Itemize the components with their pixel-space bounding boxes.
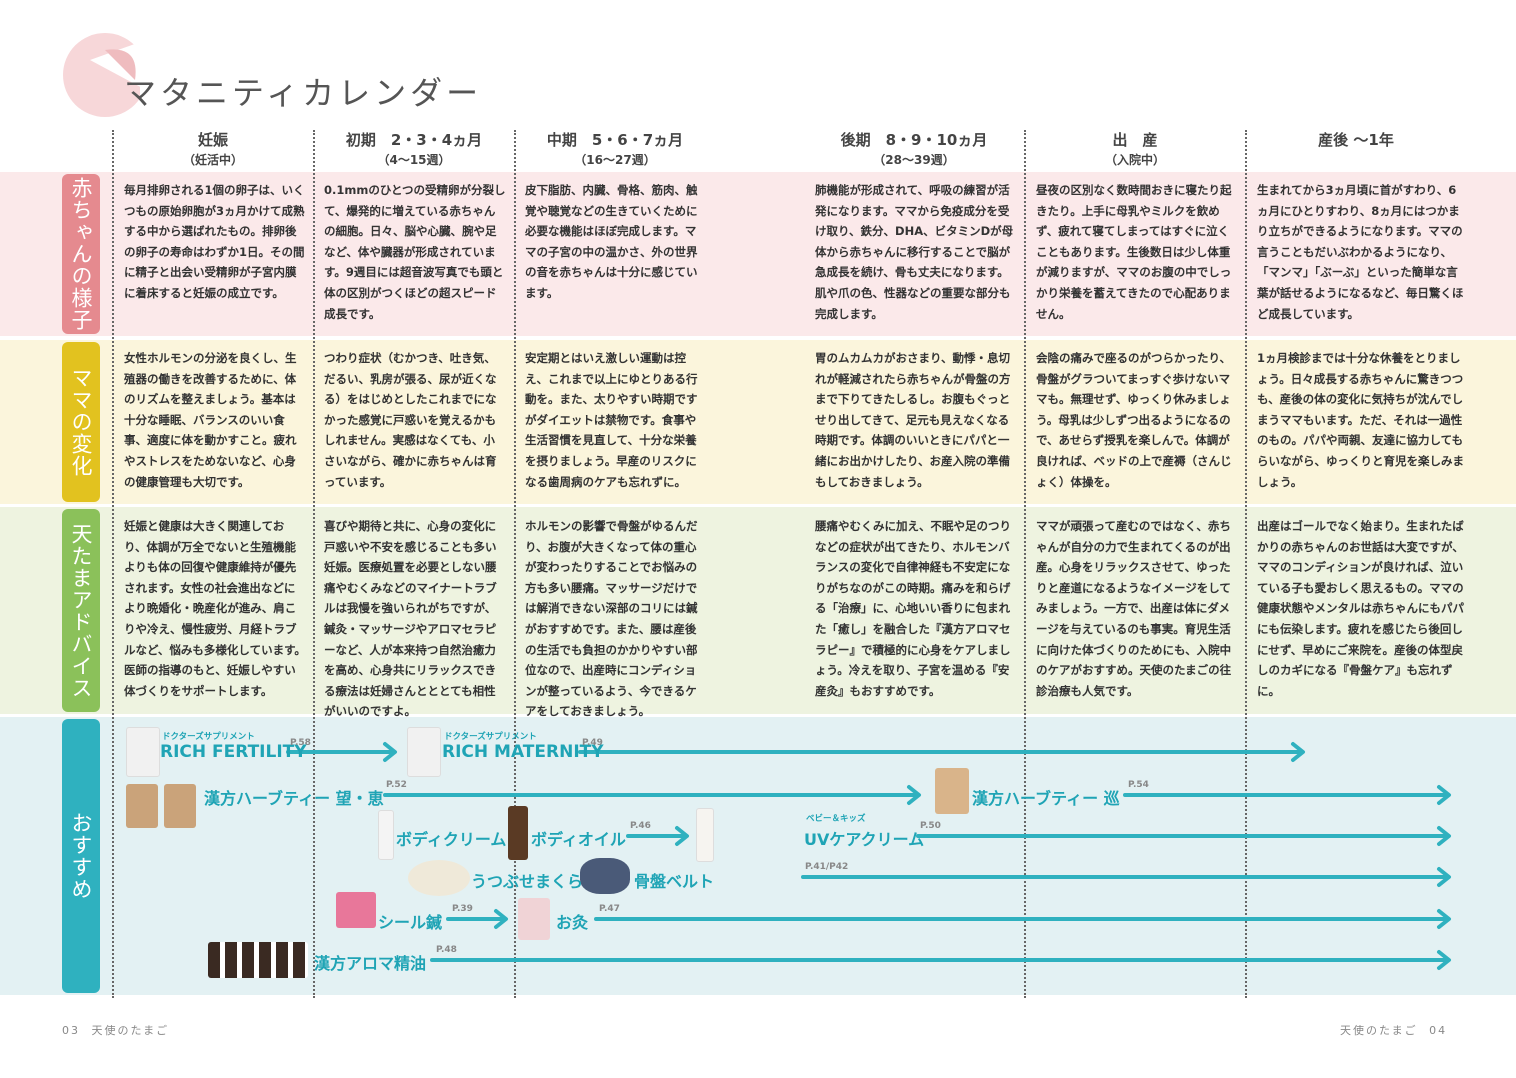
cell-advice-late: 腰痛やむくみに加え、不眠や足のつりなどの症状が出てきたり、ホルモンバランスの変化… — [815, 519, 1011, 698]
cell-mama-pregnancy: 女性ホルモンの分泌を良くし、生殖器の働きを改善するために、体のリズムを整えましょ… — [124, 351, 297, 489]
column-divider — [1024, 130, 1026, 998]
herb-tea-meguri-name: 漢方ハーブティー 巡 — [972, 789, 1120, 808]
cell-advice-postpartum: 出産はゴールでなく始まり。生まれたばかりの赤ちゃんのお世話は大変ですが、ママのコ… — [1257, 519, 1464, 698]
body-cream-name: ボディクリーム — [396, 830, 507, 849]
row-label-baby: 赤ちゃんの様子 — [62, 174, 100, 334]
column-divider — [1245, 130, 1247, 998]
column-divider — [514, 130, 516, 998]
cell-mama-birth: 会陰の痛みで座るのがつらかったり、骨盤がグラついてまっすぐ歩けないママも。無理せ… — [1036, 351, 1232, 489]
cell-advice-early: 喜びや期待と共に、心身の変化に戸惑いや不安を感じることも多い妊娠。医療処置を必要… — [324, 519, 497, 719]
page-title: マタニティカレンダー — [124, 74, 483, 112]
cell-advice-birth: ママが頑張って産むのではなく、赤ちゃんが自分の力で生まれてくるのが出産。心身をリ… — [1036, 519, 1232, 698]
column-header: 妊娠（妊活中） — [182, 131, 243, 167]
band-advice — [0, 507, 1516, 714]
uv-cream-page: P.50 — [920, 821, 941, 831]
seal-needle-page: P.39 — [452, 904, 473, 914]
aroma-oil-name: 漢方アロマ精油 — [314, 954, 427, 973]
body-oil-page: P.46 — [630, 821, 651, 831]
band-baby — [0, 172, 1516, 336]
cell-mama-early: つわり症状（むかつき、吐き気、だるい、乳房が張る、尿が近くなる）をはじめとしたこ… — [324, 351, 497, 489]
herb-tea-meguri-image — [935, 768, 969, 814]
footer-left: 03 天使のたまご — [62, 1022, 169, 1038]
page-number-left: 03 — [62, 1024, 80, 1037]
cell-mama-mid: 安定期とはいえ激しい運動は控え、これまで以上にゆとりある行動を。また、太りやすい… — [525, 351, 698, 489]
uv-cream-name: UVケアクリーム — [804, 830, 925, 849]
footer-right: 天使のたまご 04 — [1340, 1022, 1447, 1038]
cell-advice-pregnancy: 妊娠と健康は大きく関連しており、体調が万全でないと生殖機能よりも体の回復や健康維… — [124, 519, 306, 698]
rich-fertility-name: RICH FERTILITY — [160, 742, 307, 762]
body-oil-image — [508, 806, 528, 860]
body-oil-name: ボディオイル — [531, 830, 626, 849]
cell-baby-early: 0.1mmのひとつの受精卵が分裂して、爆発的に増えている赤ちゃんの細胞。日々、脳… — [324, 183, 506, 321]
cell-baby-pregnancy: 毎月排卵される1個の卵子は、いくつもの原始卵胞が3ヵ月かけて成熟する中から選ばれ… — [124, 183, 305, 300]
aroma-oil-image — [208, 942, 308, 978]
pelvic-belt-name: 骨盤ベルト — [634, 872, 715, 891]
seal-needle-name: シール鍼 — [378, 913, 443, 932]
column-divider — [112, 130, 114, 998]
herb-tea-nozomi-page: P.52 — [386, 780, 407, 790]
rich-maternity-image — [407, 727, 441, 777]
rich-fertility-caption: ドクターズサプリメント — [162, 732, 255, 742]
moxa-page: P.47 — [599, 904, 620, 914]
pillow-name: うつぶせまくら — [471, 872, 584, 891]
moxa-image — [518, 898, 550, 940]
column-divider — [313, 130, 315, 998]
rich-maternity-name: RICH MATERNITY — [442, 742, 604, 762]
rich-maternity-page: P.49 — [582, 738, 603, 748]
herb-tea-image — [164, 784, 196, 828]
herb-tea-image — [126, 784, 158, 828]
rich-fertility-page: P.58 — [290, 738, 311, 748]
herb-tea-nozomi-name: 漢方ハーブティー 望・恵 — [204, 789, 384, 808]
title-decoration — [63, 33, 140, 117]
cell-baby-birth: 昼夜の区別なく数時間おきに寝たり起きたり。上手に母乳やミルクを飲めず、疲れて寝て… — [1036, 183, 1232, 321]
cell-baby-postpartum: 生まれてから3ヵ月頃に首がすわり、6ヵ月にひとりすわり、8ヵ月にはつかまり立ちが… — [1257, 183, 1464, 321]
column-header: 産後 〜1年 — [1318, 131, 1394, 149]
pelvic-belt-page: P.41/P42 — [805, 862, 849, 872]
seal-needle-image — [336, 892, 376, 928]
herb-tea-meguri-page: P.54 — [1128, 780, 1149, 790]
pillow-image — [408, 860, 470, 896]
column-header: 中期 5・6・7ヵ月（16〜27週） — [546, 131, 684, 167]
row-label-recommend: おすすめ — [62, 719, 100, 993]
body-cream-image — [378, 810, 394, 860]
row-label-advice: 天たまアドバイス — [62, 509, 100, 712]
cell-advice-mid: ホルモンの影響で骨盤がゆるんだり、お腹が大きくなって体の重心が変わったりすること… — [525, 519, 698, 719]
column-header: 後期 8・9・10ヵ月（28〜39週） — [840, 131, 988, 167]
rich-maternity-caption: ドクターズサプリメント — [444, 732, 537, 742]
uv-cream-image — [696, 808, 714, 862]
cell-baby-mid: 皮下脂肪、内臓、骨格、筋肉、触覚や聴覚などの生きていくために必要な機能はほぼ完成… — [525, 183, 698, 300]
cell-mama-late: 胃のムカムカがおさまり、動悸・息切れが軽減されたら赤ちゃんが骨盤の方まで下りてき… — [815, 351, 1011, 489]
rich-fertility-image — [126, 727, 160, 777]
row-label-mama: ママの変化 — [62, 342, 100, 502]
uv-cream-caption: ベビー＆キッズ — [806, 814, 866, 824]
brand-left: 天使のたまご — [91, 1024, 170, 1037]
band-mama — [0, 340, 1516, 504]
column-header: 出 産（入院中） — [1104, 131, 1165, 167]
page-number-right: 04 — [1429, 1024, 1448, 1037]
column-header: 初期 2・3・4ヵ月（4〜15週） — [345, 131, 483, 167]
cell-baby-late: 肺機能が形成されて、呼吸の練習が活発になります。ママから免疫成分を受け取り、鉄分… — [815, 183, 1014, 321]
brand-right: 天使のたまご — [1340, 1024, 1418, 1037]
cell-mama-postpartum: 1ヵ月検診までは十分な休養をとりましょう。日々成長する赤ちゃんに驚きつつも、産後… — [1257, 351, 1464, 489]
pelvic-belt-image — [580, 858, 630, 894]
aroma-oil-page: P.48 — [436, 945, 457, 955]
moxa-name: お灸 — [556, 913, 589, 932]
